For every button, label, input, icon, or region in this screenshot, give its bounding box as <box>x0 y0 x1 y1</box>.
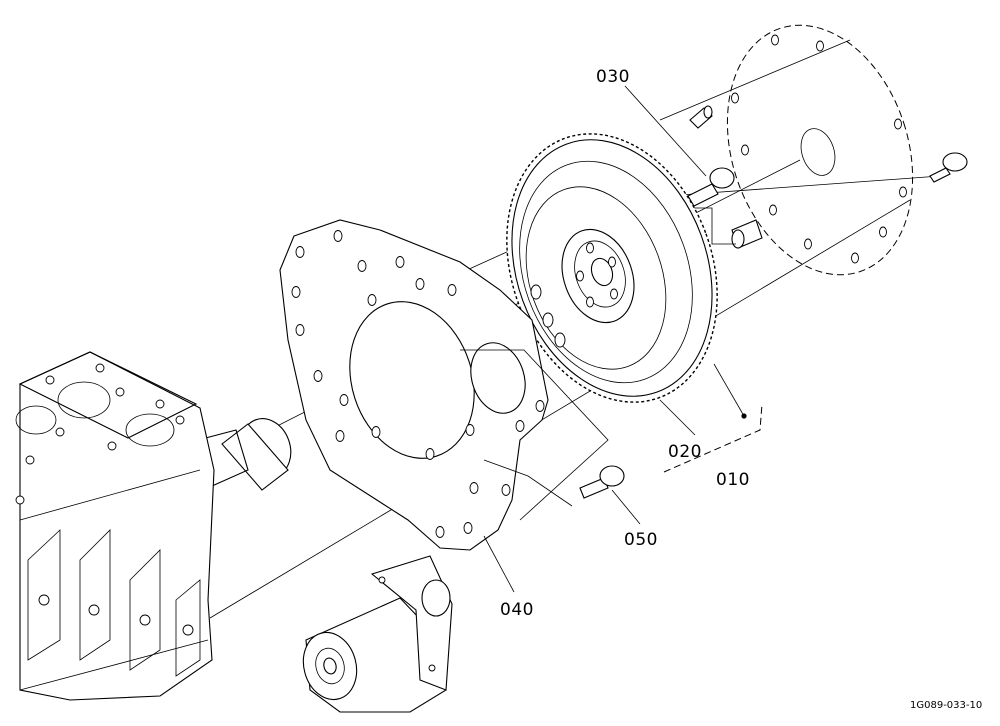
part-label-010: 010 <box>716 470 750 490</box>
reference-code: 1G089-033-10 <box>910 700 983 711</box>
coupling-piece <box>680 207 763 249</box>
part-label-030: 030 <box>596 67 630 87</box>
housing-plate <box>279 219 609 551</box>
disc-bolt <box>929 152 968 183</box>
flywheel <box>506 133 718 403</box>
housing-bolt <box>579 465 625 499</box>
dowel-pin <box>689 105 713 129</box>
crankshaft-end <box>197 418 292 491</box>
starter-motor <box>302 555 453 713</box>
flywheel-bolt <box>687 167 735 207</box>
leader-lines <box>483 85 763 593</box>
part-label-040: 040 <box>500 600 534 620</box>
engine-block <box>15 351 215 701</box>
part-label-020: 020 <box>668 442 702 462</box>
part-label-050: 050 <box>624 530 658 550</box>
drive-disc <box>726 24 914 276</box>
